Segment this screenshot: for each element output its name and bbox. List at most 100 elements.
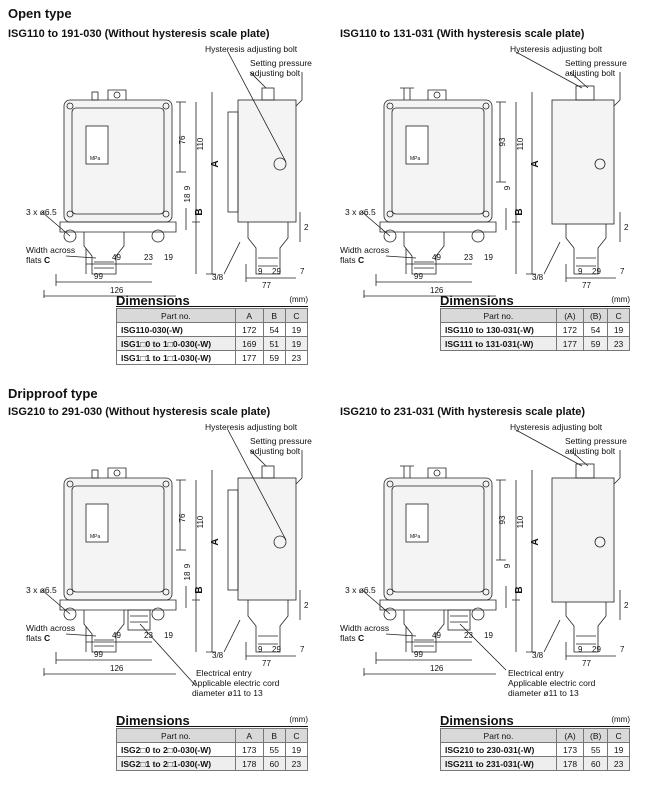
col-a: (A) (555, 728, 585, 743)
dim-3-8: 3/8 (532, 273, 544, 282)
cell-c: 23 (284, 350, 309, 365)
col-b: B (262, 308, 286, 323)
section-title-open: Open type (8, 6, 72, 21)
cell-a: 173 (234, 742, 264, 757)
label-cord-diameter: diameter ø11 to 13 (508, 688, 579, 698)
dim-2: 2 (304, 223, 309, 232)
cell-a: 173 (555, 742, 585, 757)
dim-77: 77 (582, 659, 591, 668)
cell-part: ISG2□0 to 2□0-030(-W) (116, 742, 236, 757)
dim-99: 99 (414, 272, 423, 281)
dim-A: A (530, 538, 541, 545)
col-part-no: Part no. (440, 728, 557, 743)
dim-7: 7 (620, 267, 625, 276)
table-row: ISG1□1 to 1□1-030(-W) 177 59 23 (116, 350, 309, 365)
drawing-title-open-right: ISG110 to 131-031 (With hysteresis scale… (340, 28, 585, 40)
dim-77: 77 (262, 659, 271, 668)
label-setting-pressure: Setting pressure (250, 436, 312, 446)
cell-part: ISG111 to 131-031(-W) (440, 336, 557, 351)
drawing-open-left: 76 110 A B 18 9 49 23 19 99 126 3/8 9 29… (41, 51, 309, 298)
dimensions-table-open-left: Part no. A B C ISG110-030(-W) 172 54 19 … (116, 308, 309, 365)
label-cord: Applicable electric cord (508, 678, 596, 688)
cell-part: ISG210 to 230-031(-W) (440, 742, 557, 757)
dim-table-title: Dimensions (440, 713, 514, 728)
cell-a: 172 (234, 322, 264, 337)
label-hysteresis-bolt: Hysteresis adjusting bolt (205, 44, 298, 54)
label-hysteresis-bolt: Hysteresis adjusting bolt (205, 422, 298, 432)
label-adjusting-bolt: adjusting bolt (565, 68, 616, 78)
dim-B: B (514, 586, 525, 593)
dim-77: 77 (262, 281, 271, 290)
cell-b: 55 (583, 742, 609, 757)
cell-c: 19 (284, 336, 309, 351)
label-width-flats: flats C (26, 255, 51, 265)
cell-part: ISG211 to 231-031(-W) (440, 756, 557, 771)
dim-A: A (210, 538, 221, 545)
dim-49: 49 (432, 631, 441, 640)
cell-b: 60 (583, 756, 609, 771)
dim-93: 93 (498, 137, 507, 146)
col-part-no: Part no. (116, 308, 236, 323)
dim-B: B (194, 586, 205, 593)
col-a: A (234, 308, 264, 323)
table-row: ISG1□0 to 1□0-030(-W) 169 51 19 (116, 336, 309, 351)
dim-table-title: Dimensions (116, 293, 190, 308)
dim-table-header: Dimensions (mm) (116, 712, 308, 728)
table-row: ISG110 to 130-031(-W) 172 54 19 (440, 322, 630, 337)
cell-b: 60 (262, 756, 286, 771)
dim-23: 23 (464, 631, 473, 640)
dim-99: 99 (94, 650, 103, 659)
label-holes: 3 x ø6.5 (26, 585, 57, 595)
dim-A: A (530, 160, 541, 167)
mpa-label: MPa (90, 156, 101, 162)
cell-c: 23 (607, 336, 630, 351)
col-c: C (284, 308, 309, 323)
dim-126: 126 (110, 286, 124, 295)
drawing-open-right: 93 110 A B 9 49 23 19 99 126 3/8 9 29 7 … (361, 51, 629, 298)
table-row: ISG211 to 231-031(-W) 178 60 23 (440, 756, 630, 771)
cell-a: 177 (555, 336, 585, 351)
label-electrical-entry: Electrical entry (196, 668, 252, 678)
dim-77: 77 (582, 281, 591, 290)
table-row: ISG110-030(-W) 172 54 19 (116, 322, 309, 337)
dim-19: 19 (164, 253, 173, 262)
dim-9b: 9 (258, 645, 263, 654)
drawing-title-open-left: ISG110 to 191-030 (Without hysteresis sc… (8, 28, 270, 40)
drawing-drip-left: 76 110 A B 18 9 49 23 19 99 126 3/8 9 29… (41, 429, 309, 687)
cell-part: ISG110-030(-W) (116, 322, 236, 337)
dim-7: 7 (300, 267, 305, 276)
label-hysteresis-bolt: Hysteresis adjusting bolt (510, 422, 603, 432)
cell-a: 178 (555, 756, 585, 771)
dim-29: 29 (592, 645, 601, 654)
cell-a: 172 (555, 322, 585, 337)
dim-9: 9 (503, 185, 512, 190)
dim-99: 99 (94, 272, 103, 281)
dim-2: 2 (304, 601, 309, 610)
dim-9: 9 (183, 185, 192, 190)
col-c: C (607, 728, 630, 743)
dim-76: 76 (178, 135, 187, 144)
dim-29: 29 (272, 645, 281, 654)
dim-9: 9 (503, 563, 512, 568)
dim-B: B (514, 208, 525, 215)
dim-19: 19 (164, 631, 173, 640)
dim-table-title: Dimensions (116, 713, 190, 728)
cell-c: 19 (284, 742, 309, 757)
dim-18: 18 (183, 571, 192, 580)
label-electrical-entry: Electrical entry (508, 668, 564, 678)
cell-part: ISG1□1 to 1□1-030(-W) (116, 350, 236, 365)
dim-2: 2 (624, 223, 629, 232)
label-width-across: Width across (26, 245, 76, 255)
dim-7: 7 (620, 645, 625, 654)
table-row: ISG2□1 to 2□1-030(-W) 178 60 23 (116, 756, 309, 771)
dimensions-table-drip-right: Part no. (A) (B) C ISG210 to 230-031(-W)… (440, 728, 630, 771)
col-c: C (607, 308, 630, 323)
col-a: A (234, 728, 264, 743)
dim-19: 19 (484, 253, 493, 262)
section-title-drip: Dripproof type (8, 386, 98, 401)
dim-3-8: 3/8 (212, 273, 224, 282)
cell-a: 178 (234, 756, 264, 771)
dim-9b: 9 (258, 267, 263, 276)
label-setting-pressure: Setting pressure (565, 58, 627, 68)
dim-3-8: 3/8 (212, 651, 224, 660)
